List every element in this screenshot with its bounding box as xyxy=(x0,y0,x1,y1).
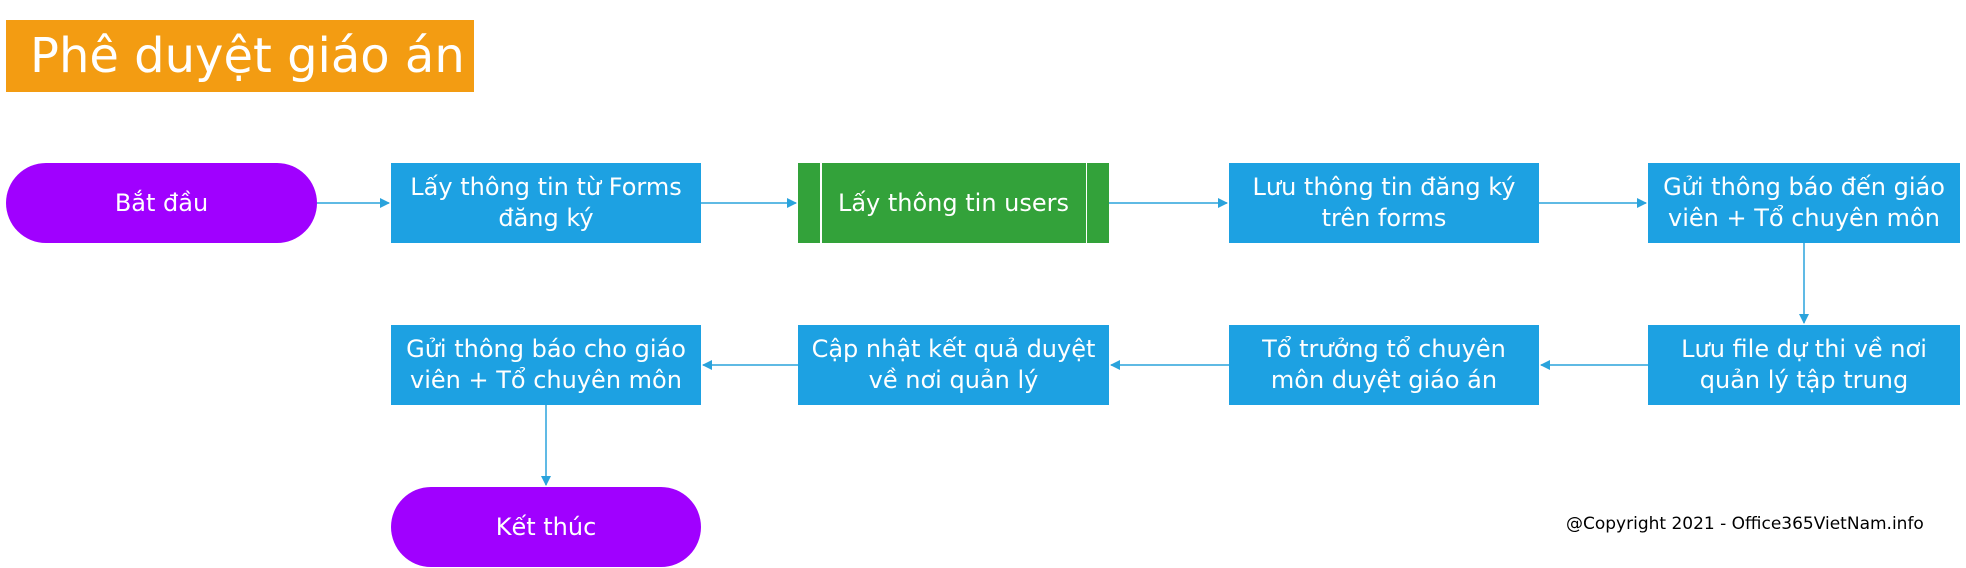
notify-1-node: Gửi thông báo đến giáo viên + Tổ chuyên … xyxy=(1648,163,1960,243)
end-node: Kết thúc xyxy=(391,487,701,567)
get-forms-node: Lấy thông tin từ Forms đăng ký xyxy=(391,163,701,243)
review-node: Tổ trưởng tổ chuyên môn duyệt giáo án xyxy=(1229,325,1539,405)
end-label: Kết thúc xyxy=(495,512,597,541)
subprocess-left-bar xyxy=(820,163,822,243)
save-file-label: Lưu file dự thi về nơi quản lý tập trung xyxy=(1681,335,1927,394)
review-label: Tổ trưởng tổ chuyên môn duyệt giáo án xyxy=(1262,335,1506,394)
start-label: Bắt đầu xyxy=(114,188,209,217)
notify-1-label: Gửi thông báo đến giáo viên + Tổ chuyên … xyxy=(1663,173,1945,232)
get-forms-label: Lấy thông tin từ Forms đăng ký xyxy=(410,173,682,232)
notify-2-node: Gửi thông báo cho giáo viên + Tổ chuyên … xyxy=(391,325,701,405)
update-node: Cập nhật kết quả duyệt về nơi quản lý xyxy=(798,325,1109,405)
copyright-text: @Copyright 2021 - Office365VietNam.info xyxy=(1566,514,1924,534)
start-node: Bắt đầu xyxy=(6,163,317,243)
save-file-node: Lưu file dự thi về nơi quản lý tập trung xyxy=(1648,325,1960,405)
notify-2-label: Gửi thông báo cho giáo viên + Tổ chuyên … xyxy=(406,335,686,394)
get-users-label: Lấy thông tin users xyxy=(837,188,1070,217)
get-users-node: Lấy thông tin users xyxy=(798,163,1109,243)
save-info-node: Lưu thông tin đăng ký trên forms xyxy=(1229,163,1539,243)
update-label: Cập nhật kết quả duyệt về nơi quản lý xyxy=(811,335,1096,394)
subprocess-right-bar xyxy=(1085,163,1087,243)
save-info-label: Lưu thông tin đăng ký trên forms xyxy=(1252,173,1516,232)
diagram-title: Phê duyệt giáo án xyxy=(6,20,474,92)
